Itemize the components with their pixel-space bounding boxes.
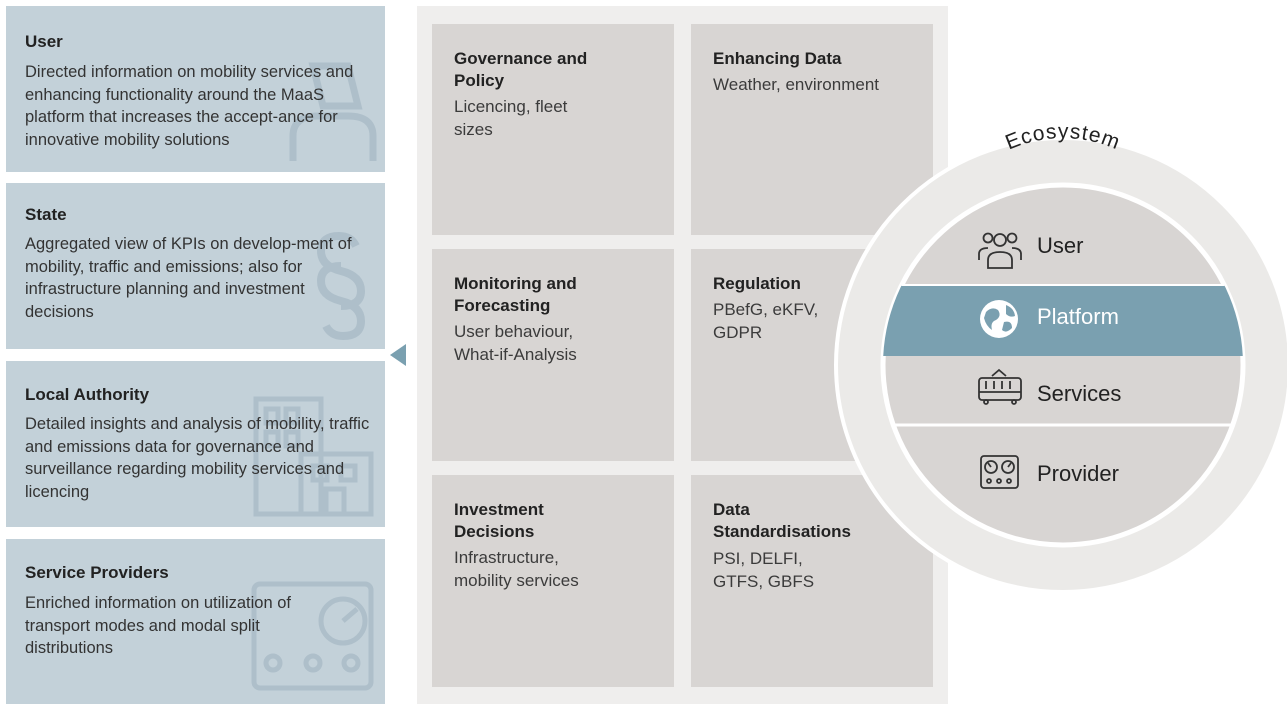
stakeholder-description: Directed information on mobility service… bbox=[25, 63, 354, 149]
grid-cell-description: Infrastructure, mobility services bbox=[454, 548, 579, 590]
stakeholder-card-service-providers: Service Providers Enriched information o… bbox=[6, 539, 385, 704]
globe-icon bbox=[980, 300, 1018, 338]
grid-cell-investment: Investment Decisions Infrastructure, mob… bbox=[432, 475, 674, 687]
stakeholder-title: User bbox=[25, 32, 63, 51]
stakeholder-description: Detailed insights and analysis of mobili… bbox=[25, 415, 370, 501]
grid-cell-title: Investment Decisions bbox=[454, 500, 544, 541]
person-icon bbox=[289, 62, 377, 161]
gauge-device-icon bbox=[251, 581, 374, 691]
grid-cell-title: Enhancing Data bbox=[713, 49, 842, 68]
platform-band bbox=[883, 285, 1243, 356]
stakeholder-title: Local Authority bbox=[25, 385, 150, 404]
users-group-icon bbox=[978, 232, 1022, 269]
stakeholder-card-local-authority: Local Authority Detailed insights and an… bbox=[6, 361, 385, 527]
stakeholder-description: Enriched information on utilization of t… bbox=[25, 594, 291, 657]
stakeholder-title: Service Providers bbox=[25, 563, 169, 582]
ecosystem-inner-circle bbox=[880, 182, 1246, 548]
layer-label-provider: Provider bbox=[1037, 461, 1119, 486]
paragraph-icon bbox=[316, 231, 366, 341]
grid-cell-title: Governance and Policy bbox=[454, 49, 588, 90]
control-panel-icon bbox=[980, 455, 1019, 489]
layer-label-user: User bbox=[1037, 233, 1084, 258]
flow-arrow-left bbox=[390, 344, 406, 366]
grid-cell-monitoring: Monitoring and Forecasting User behaviou… bbox=[432, 249, 674, 461]
grid-cell-description: PSI, DELFI, GTFS, GBFS bbox=[713, 549, 815, 591]
stakeholder-title: State bbox=[25, 205, 67, 224]
grid-cell-description: PBefG, eKFV, GDPR bbox=[713, 300, 819, 342]
grid-cell-description: Weather, environment bbox=[713, 75, 879, 94]
layer-label-services: Services bbox=[1037, 381, 1122, 406]
layer-label-platform: Platform bbox=[1037, 304, 1119, 329]
stakeholder-description: Aggregated view of KPIs on develop-ment … bbox=[25, 235, 352, 321]
grid-cell-title: Data Standardisations bbox=[713, 500, 851, 541]
stakeholder-card-user: User Directed information on mobility se… bbox=[6, 6, 385, 172]
building-icon bbox=[253, 396, 374, 517]
stakeholder-card-state: State Aggregated view of KPIs on develop… bbox=[6, 183, 385, 349]
grid-cell-description: User behaviour, What-if-Analysis bbox=[454, 322, 577, 364]
grid-cell-enhancing-data: Enhancing Data Weather, environment bbox=[691, 24, 933, 235]
grid-cell-governance: Governance and Policy Licencing, fleet s… bbox=[432, 24, 674, 235]
grid-cell-title: Regulation bbox=[713, 274, 801, 293]
grid-cell-title: Monitoring and Forecasting bbox=[454, 274, 577, 315]
grid-cell-description: Licencing, fleet sizes bbox=[454, 97, 568, 139]
tram-icon bbox=[978, 368, 1022, 405]
